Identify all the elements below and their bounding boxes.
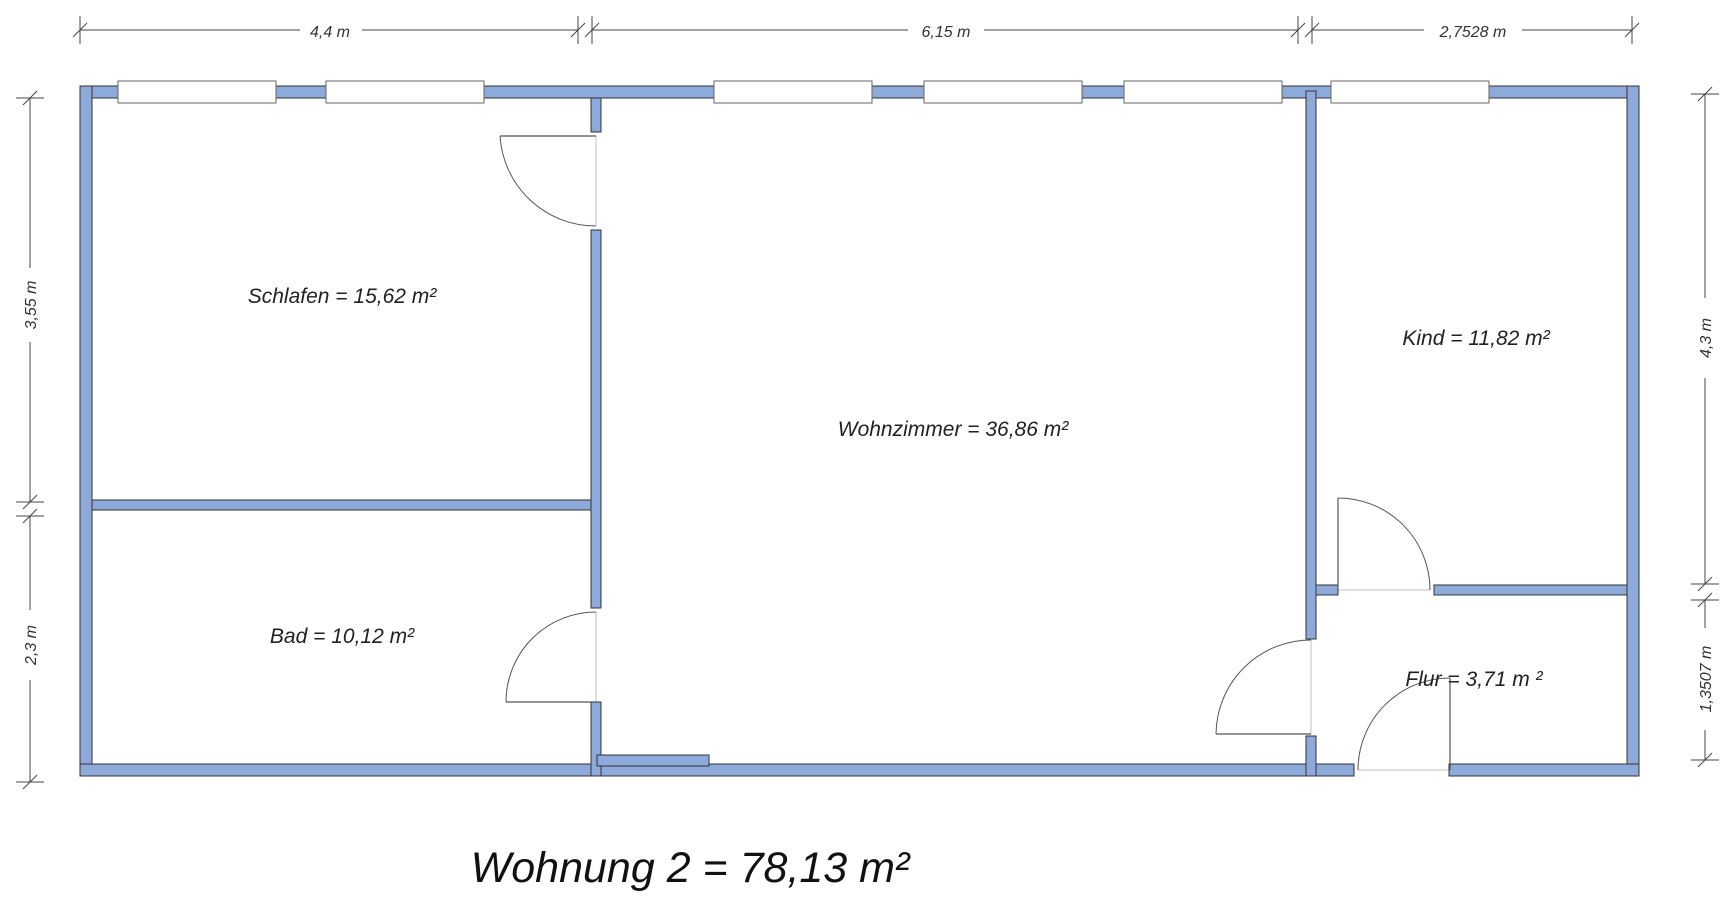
window-5	[1123, 80, 1283, 104]
wall-left	[79, 85, 93, 777]
room-label-schlafen: Schlafen = 15,62 m²	[248, 285, 438, 308]
wall-right-inner-lower	[1305, 735, 1317, 777]
dimension-label-left-2: 2,3 m	[23, 625, 40, 666]
dimension-label-left-1: 3,55 m	[23, 281, 40, 330]
wall-right-inner-upper	[1305, 90, 1317, 640]
wall-mid-upper	[590, 97, 602, 133]
window-6	[1330, 80, 1490, 104]
plan-title: Wohnung 2 = 78,13 m²	[471, 844, 911, 892]
wall-schlafen-bad	[91, 499, 593, 511]
interior-walls	[91, 90, 1628, 777]
dimension-left-1: 3,55 m	[16, 90, 44, 510]
wall-kind-flur-right	[1433, 584, 1628, 596]
wall-bottom-right	[1448, 763, 1640, 777]
dimension-label-right-2: 1,3507 m	[1698, 646, 1715, 713]
dimension-label-right-1: 4,3 m	[1698, 318, 1715, 358]
wall-bottom-left	[79, 763, 1355, 777]
door-schlafen	[499, 135, 597, 227]
window-1	[117, 80, 277, 104]
dimension-left-2: 2,3 m	[16, 508, 44, 790]
room-label-flur: Flur = 3,71 m ²	[1405, 668, 1543, 691]
wall-right	[1626, 85, 1640, 777]
wall-kind-flur-left	[1315, 584, 1339, 596]
window-2	[325, 80, 485, 104]
dimension-top-3: 2,7528 m	[1304, 16, 1640, 44]
dimension-label-top-1: 4,4 m	[310, 24, 350, 41]
door-wohnzimmer-flur	[1215, 639, 1312, 735]
window-3	[713, 80, 873, 104]
room-label-bad: Bad = 10,12 m²	[270, 625, 415, 648]
wall-mid-center	[590, 229, 602, 609]
door-kind	[1337, 497, 1431, 591]
dimension-right-2: 1,3507 m	[1691, 592, 1719, 768]
wall-wohn-threshold	[596, 754, 710, 767]
window-4	[923, 80, 1083, 104]
dimension-label-top-3: 2,7528 m	[1439, 24, 1507, 41]
door-entrance	[1357, 677, 1451, 771]
dimension-right-1: 4,3 m	[1691, 86, 1719, 592]
dimension-top-1: 4,4 m	[72, 16, 586, 44]
windows	[117, 80, 1490, 104]
door-bad	[505, 611, 597, 703]
dimension-top-2: 6,15 m	[584, 16, 1306, 44]
room-label-kind: Kind = 11,82 m²	[1402, 327, 1550, 350]
dimension-label-top-2: 6,15 m	[922, 24, 971, 41]
room-label-wohnzimmer: Wohnzimmer = 36,86 m²	[838, 418, 1069, 441]
